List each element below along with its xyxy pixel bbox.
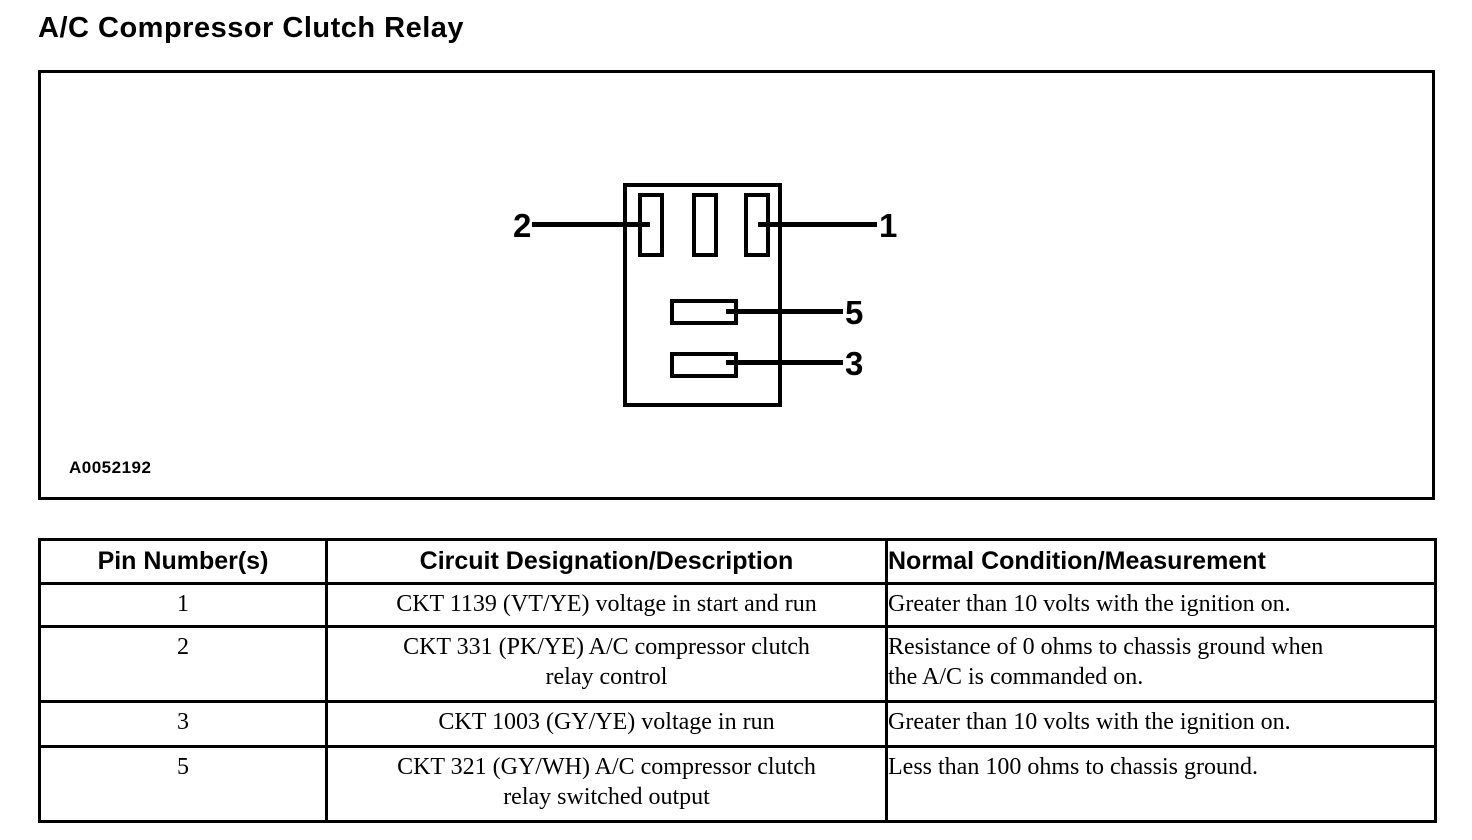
cell-circuit: CKT 1003 (GY/YE) voltage in run — [325, 700, 888, 748]
page-title: A/C Compressor Clutch Relay — [38, 12, 465, 44]
cell-condition: Resistance of 0 ohms to chassis ground w… — [885, 625, 1437, 703]
pin-label-2: 2 — [513, 207, 532, 244]
table-row-pin-5: 5 CKT 321 (GY/WH) A/C compressor clutch … — [38, 745, 1437, 823]
cell-pin: 2 — [38, 625, 328, 703]
pinout-table: Pin Number(s) Circuit Designation/Descri… — [38, 538, 1437, 823]
leader-line-pin-3 — [726, 360, 843, 365]
terminal-slot-pin-3 — [670, 352, 738, 378]
cell-condition: Greater than 10 volts with the ignition … — [885, 582, 1437, 628]
header-circuit: Circuit Designation/Description — [325, 538, 888, 585]
cell-pin: 5 — [38, 745, 328, 823]
cell-circuit: CKT 321 (GY/WH) A/C compressor clutch re… — [325, 745, 888, 823]
header-normal-condition: Normal Condition/Measurement — [885, 538, 1437, 585]
relay-connector-body — [623, 183, 782, 407]
pin-label-3: 3 — [845, 345, 864, 382]
figure-code: A0052192 — [69, 458, 152, 477]
header-pin-number: Pin Number(s) — [38, 538, 328, 585]
cell-condition: Less than 100 ohms to chassis ground. — [885, 745, 1437, 823]
table-row-pin-3: 3 CKT 1003 (GY/YE) voltage in run Greate… — [38, 700, 1437, 748]
cell-circuit: CKT 1139 (VT/YE) voltage in start and ru… — [325, 582, 888, 628]
table-row-pin-2: 2 CKT 331 (PK/YE) A/C compressor clutch … — [38, 625, 1437, 703]
table-row-pin-1: 1 CKT 1139 (VT/YE) voltage in start and … — [38, 582, 1437, 628]
pin-label-5: 5 — [845, 294, 864, 331]
cell-circuit: CKT 331 (PK/YE) A/C compressor clutch re… — [325, 625, 888, 703]
header-row: Pin Number(s) Circuit Designation/Descri… — [38, 538, 1437, 585]
leader-line-pin-2 — [532, 222, 650, 227]
leader-line-pin-1 — [758, 222, 877, 227]
terminal-slot-center — [692, 193, 718, 257]
cell-pin: 1 — [38, 582, 328, 628]
pinout-table-header: Pin Number(s) Circuit Designation/Descri… — [38, 538, 1437, 585]
cell-condition: Greater than 10 volts with the ignition … — [885, 700, 1437, 748]
connector-diagram-figure: 2 1 5 3 A0052192 — [38, 70, 1435, 500]
pin-label-1: 1 — [879, 207, 898, 244]
cell-pin: 3 — [38, 700, 328, 748]
leader-line-pin-5 — [726, 309, 843, 314]
